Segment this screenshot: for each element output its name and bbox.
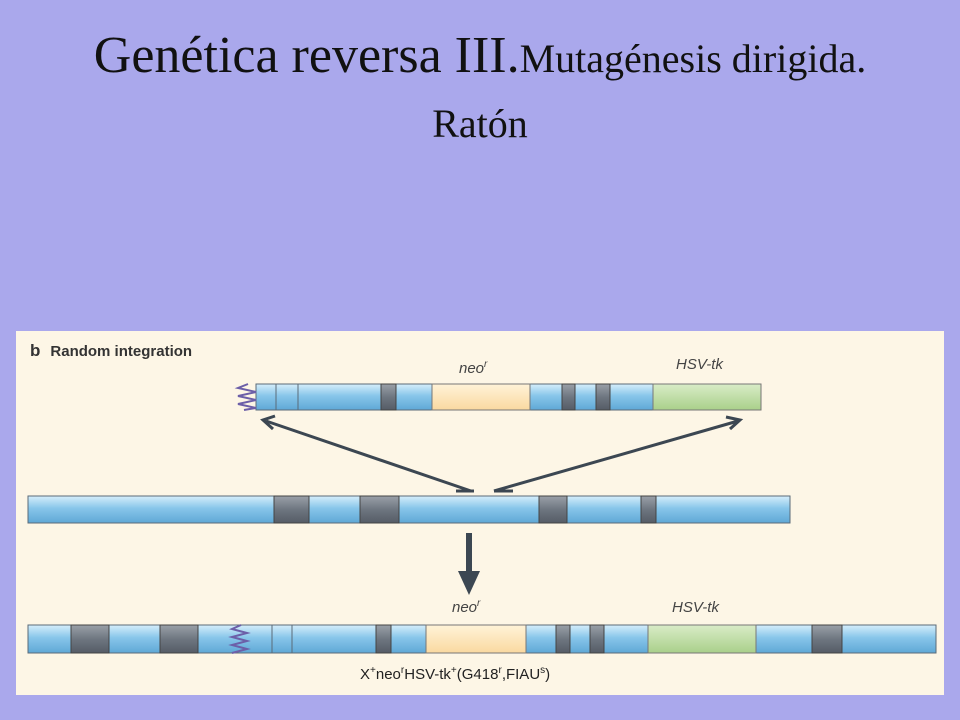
vector-end-zigzag — [234, 383, 257, 411]
title-subtitle: Mutagénesis dirigida. — [520, 36, 867, 81]
chromosome-exon — [538, 495, 568, 524]
result-neo-cassette — [425, 624, 527, 654]
insertion-arrows — [260, 414, 744, 493]
panel-title: Random integration — [50, 343, 193, 360]
title-line-1: Genética reversa III. Mutagénesis dirigi… — [0, 30, 960, 82]
vector-exon — [595, 383, 611, 411]
slide-title: Genética reversa III. Mutagénesis dirigi… — [0, 30, 960, 147]
panel-header: b Random integration — [30, 341, 192, 361]
vector-tk-cassette — [652, 383, 762, 411]
result-neo-label: neor — [452, 598, 481, 616]
result-exon — [589, 624, 605, 654]
result-exon — [555, 624, 571, 654]
random-integration-figure: b Random integration — [16, 331, 944, 695]
result-zigzag — [228, 624, 251, 654]
left-arrowhead — [260, 414, 276, 431]
integrated-chromosome: neor HSV-tk — [27, 598, 937, 654]
left-insertion-arrow — [265, 419, 472, 493]
down-arrow — [458, 533, 480, 595]
chromosome-exon — [273, 495, 310, 524]
result-exon — [70, 624, 110, 654]
result-exon — [159, 624, 199, 654]
title-subtitle-text: Mutagénesis dirigida. — [519, 36, 867, 81]
endogenous-chromosome — [27, 495, 791, 524]
vector-neo-label: neor — [459, 359, 488, 377]
right-insertion-arrow — [493, 419, 739, 493]
vector-tk-label: HSV-tk — [676, 356, 724, 373]
result-exon — [811, 624, 843, 654]
genotype-label: X+neorHSV-tk+(G418r,FIAUs) — [360, 665, 550, 683]
chromosome-backbone — [27, 495, 791, 524]
result-tk-label: HSV-tk — [672, 599, 720, 616]
vector-neo-cassette — [431, 383, 531, 411]
down-arrow-shaft — [466, 533, 472, 573]
vector-exon — [380, 383, 397, 411]
chromosome-exon — [359, 495, 400, 524]
targeting-vector: neor HSV-tk — [234, 356, 762, 411]
right-arrowhead — [725, 415, 744, 431]
vector-exon — [561, 383, 576, 411]
result-exon — [375, 624, 392, 654]
title-main: Genética reversa III. — [93, 27, 520, 84]
panel-letter: b — [30, 341, 41, 360]
integration-diagram: neor HSV-tk — [27, 356, 937, 683]
down-arrow-head — [458, 571, 480, 595]
title-line-2: Ratón — [432, 101, 528, 146]
result-tk-cassette — [647, 624, 757, 654]
chromosome-exon — [640, 495, 657, 524]
